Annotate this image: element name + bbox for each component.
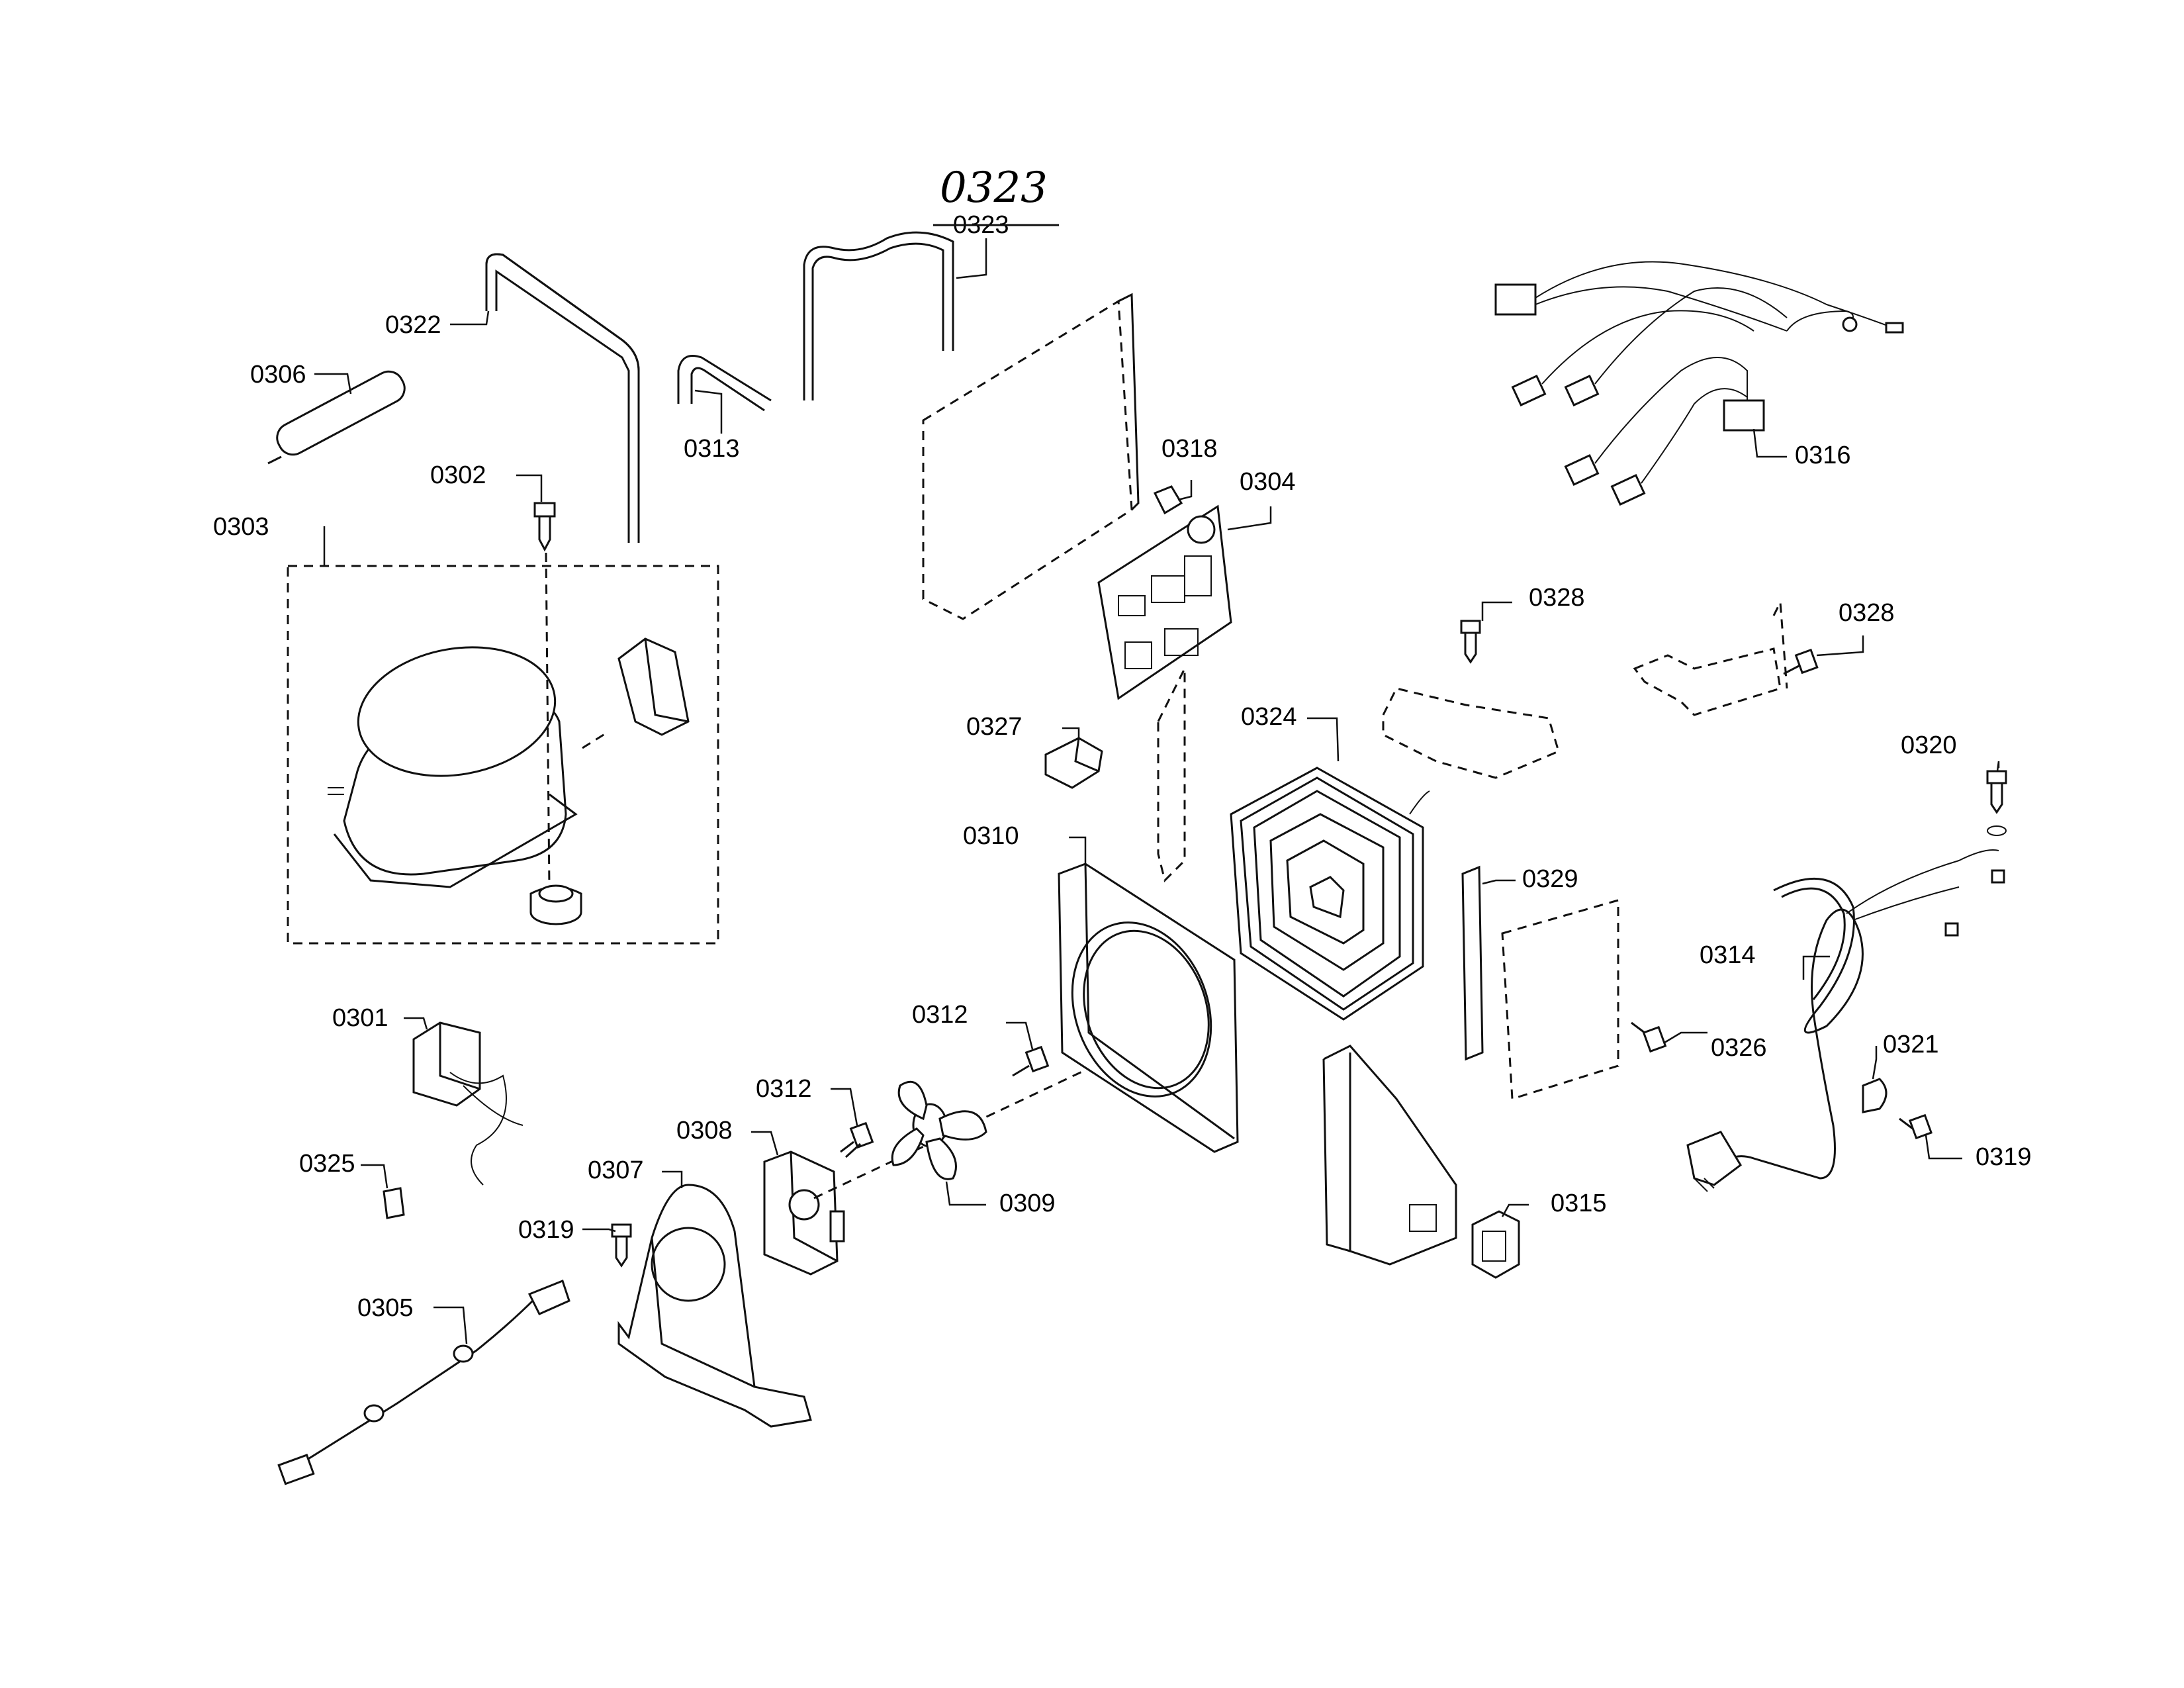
label-0326: 0326 bbox=[1711, 1034, 1767, 1062]
leader-lines bbox=[314, 238, 2000, 1344]
label-0304: 0304 bbox=[1240, 468, 1296, 496]
label-0324: 0324 bbox=[1241, 703, 1297, 731]
part-standoff-0318 bbox=[1153, 485, 1183, 515]
label-0312-left: 0312 bbox=[756, 1075, 812, 1103]
label-0307: 0307 bbox=[588, 1156, 644, 1184]
part-control-board bbox=[1097, 504, 1232, 700]
label-0315: 0315 bbox=[1551, 1190, 1607, 1217]
label-0321: 0321 bbox=[1883, 1031, 1939, 1058]
part-fan-blade bbox=[891, 1080, 987, 1180]
part-screw-0328-right bbox=[1783, 648, 1819, 675]
part-screw-0319-right bbox=[1899, 1113, 1933, 1140]
compressor-axis-line bbox=[545, 552, 551, 888]
label-0320: 0320 bbox=[1901, 731, 1957, 759]
part-tube-0313 bbox=[677, 355, 772, 412]
part-screw-0328-left bbox=[1460, 620, 1481, 664]
compressor-assembly-box bbox=[287, 565, 719, 945]
part-tube-0322 bbox=[485, 253, 640, 543]
part-screw-0312-right bbox=[1012, 1045, 1050, 1077]
part-relay bbox=[412, 1021, 523, 1186]
part-tube-0323 bbox=[803, 231, 954, 400]
part-screw-0312-left bbox=[840, 1121, 874, 1158]
board-cover-outline bbox=[1157, 668, 1186, 882]
part-filter-drier bbox=[267, 370, 406, 465]
part-screw-0320 bbox=[1986, 770, 2007, 836]
part-side-bracket bbox=[1322, 1045, 1457, 1266]
part-screw-0302 bbox=[533, 502, 556, 552]
part-panel-outline bbox=[1501, 899, 1619, 1101]
bracket-axis-line bbox=[582, 730, 610, 749]
label-0303: 0303 bbox=[213, 513, 269, 541]
part-condenser-coil bbox=[1230, 767, 1430, 1021]
handwritten-annotation: 0323 bbox=[940, 164, 1048, 212]
label-0313: 0313 bbox=[684, 435, 740, 463]
part-labels: 0306 0322 0313 0302 0303 0318 0304 0316 … bbox=[213, 311, 2032, 1322]
label-0319-right: 0319 bbox=[1976, 1143, 2032, 1171]
part-bracket-0328-left bbox=[1382, 687, 1560, 779]
label-0327: 0327 bbox=[966, 713, 1023, 741]
label-0306: 0306 bbox=[250, 361, 306, 389]
label-0302: 0302 bbox=[430, 461, 486, 489]
part-clamp-0321 bbox=[1862, 1078, 1888, 1113]
part-screw-0326 bbox=[1631, 1021, 1667, 1053]
part-0315 bbox=[1471, 1210, 1520, 1279]
label-0314: 0314 bbox=[1700, 941, 1756, 969]
part-bracket-0328-right bbox=[1633, 598, 1788, 716]
part-grommet bbox=[529, 884, 582, 925]
part-strip-0329 bbox=[1461, 865, 1484, 1061]
label-0322: 0322 bbox=[385, 311, 441, 339]
part-power-cord bbox=[1686, 849, 2005, 1192]
label-0308: 0308 bbox=[676, 1117, 733, 1145]
label-0316: 0316 bbox=[1795, 442, 1851, 469]
part-compressor-bracket bbox=[617, 637, 690, 736]
part-shroud-bracket bbox=[617, 1184, 812, 1428]
part-wire-harness-0305 bbox=[277, 1280, 570, 1485]
label-0328-left: 0328 bbox=[1529, 584, 1585, 612]
label-0309: 0309 bbox=[999, 1190, 1056, 1217]
label-0325: 0325 bbox=[299, 1150, 355, 1178]
label-0312-right: 0312 bbox=[912, 1001, 968, 1029]
part-fan-motor bbox=[763, 1150, 845, 1276]
part-switch-0327 bbox=[1044, 737, 1103, 789]
label-0329: 0329 bbox=[1522, 865, 1578, 893]
label-0328-right: 0328 bbox=[1839, 599, 1895, 627]
label-0319-left: 0319 bbox=[518, 1216, 574, 1244]
label-0318: 0318 bbox=[1161, 435, 1218, 463]
part-wire-harness-0316 bbox=[1494, 261, 1904, 506]
label-0301: 0301 bbox=[332, 1004, 388, 1032]
part-compressor bbox=[328, 646, 578, 888]
label-0310: 0310 bbox=[963, 822, 1019, 850]
part-board-bracket bbox=[922, 293, 1140, 620]
part-fan-shroud bbox=[1058, 863, 1239, 1153]
part-clip-0325 bbox=[383, 1187, 405, 1219]
label-0305: 0305 bbox=[357, 1294, 414, 1322]
